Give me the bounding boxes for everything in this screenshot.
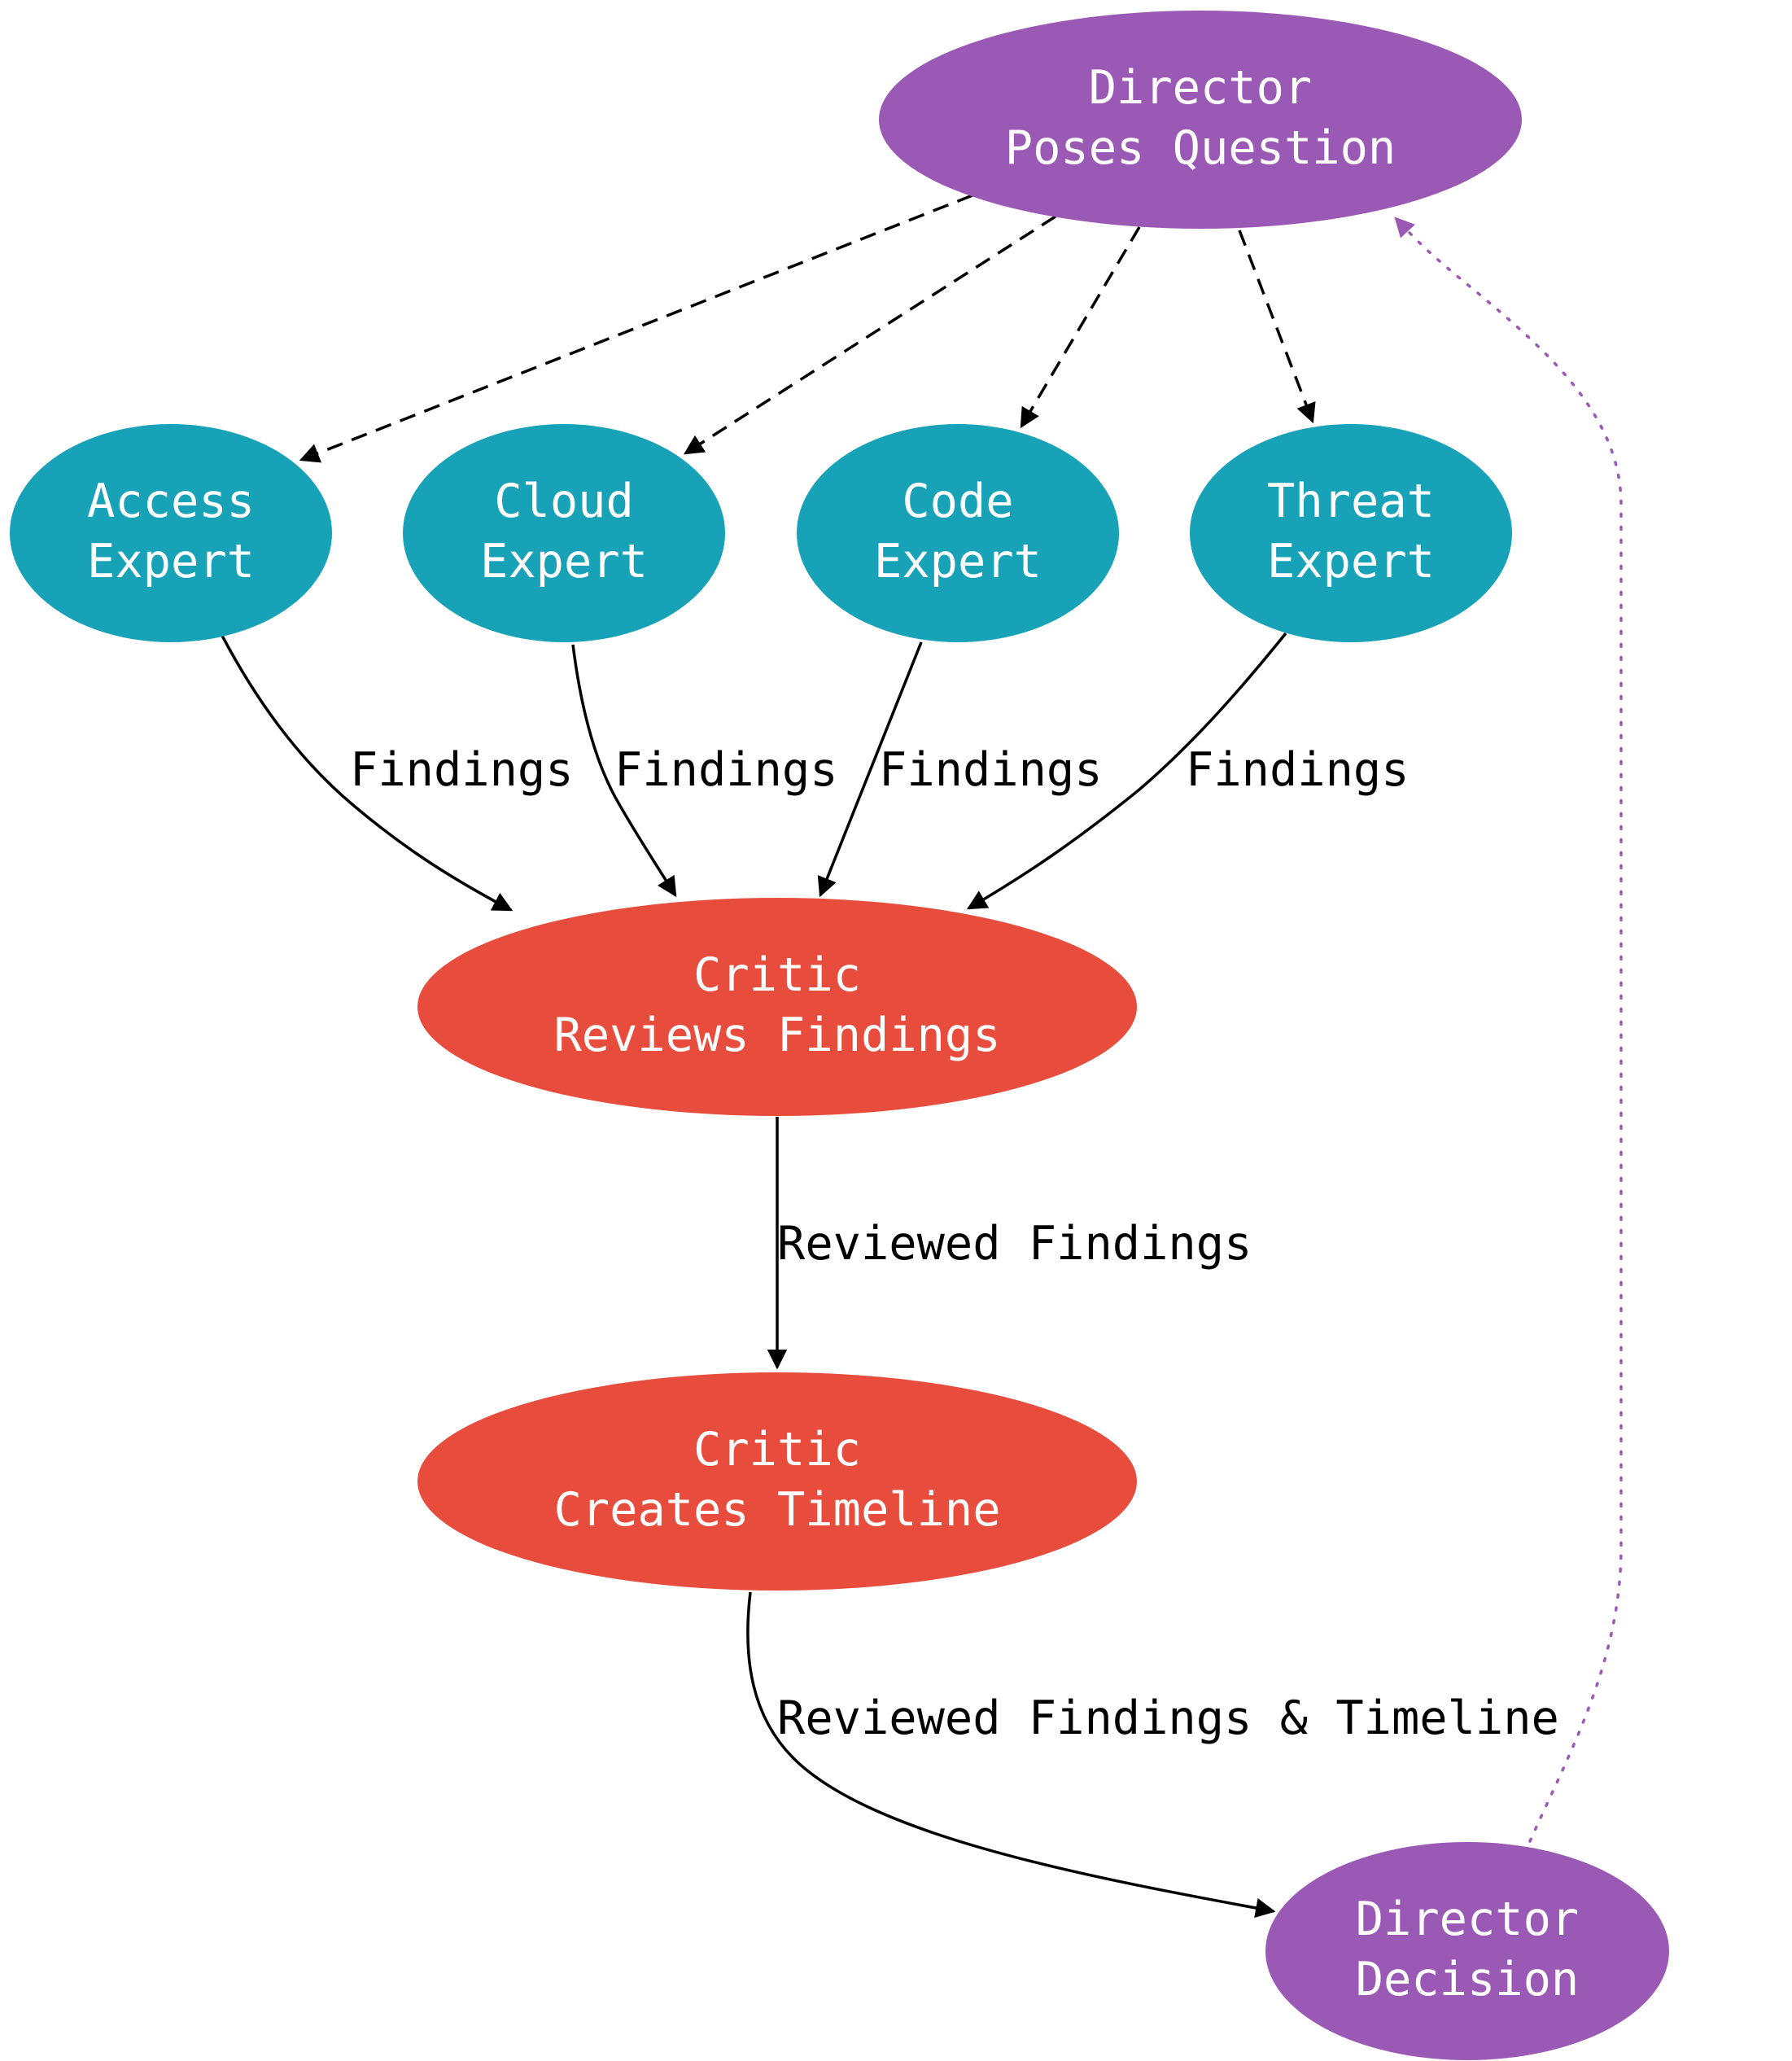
edge-label-threat-findings: Findings: [1186, 743, 1410, 797]
node-code-expert: Code Expert: [797, 424, 1119, 642]
node-director-decision-line2: Decision: [1356, 1953, 1580, 2006]
node-access-expert: Access Expert: [10, 424, 332, 642]
edge-label-code-findings: Findings: [879, 743, 1103, 797]
node-director-question: Director Poses Question: [879, 11, 1522, 229]
node-code-expert-line1: Code: [902, 475, 1013, 528]
edge-timeline-to-decision: [746, 1591, 1276, 1919]
node-critic-timeline-line1: Critic: [693, 1423, 861, 1477]
edge-label-reviewed-findings: Reviewed Findings: [777, 1217, 1252, 1271]
node-threat-expert: Threat Expert: [1190, 424, 1512, 642]
node-critic-reviews-line1: Critic: [693, 948, 861, 1002]
edge-decision-to-question: [1394, 217, 1623, 1843]
edge-director-to-threat: [1238, 230, 1316, 424]
edge-director-to-access: [299, 194, 973, 463]
node-cloud-expert-line1: Cloud: [494, 475, 634, 528]
node-critic-reviews: Critic Reviews Findings: [417, 898, 1137, 1116]
node-access-expert-line2: Expert: [87, 535, 255, 589]
node-access-expert-line1: Access: [87, 475, 255, 528]
edge-access-to-critic: [221, 635, 514, 912]
node-critic-timeline-line2: Creates Timeline: [553, 1483, 1000, 1537]
node-critic-reviews-line2: Reviews Findings: [553, 1009, 1000, 1062]
edge-director-to-code: [1020, 226, 1141, 429]
node-cloud-expert: Cloud Expert: [403, 424, 725, 642]
node-code-expert-line2: Expert: [874, 535, 1042, 589]
edge-threat-to-critic: [966, 632, 1287, 910]
edge-code-to-critic: [817, 641, 923, 898]
node-director-question-line1: Director: [1089, 61, 1313, 115]
node-threat-expert-line2: Expert: [1267, 535, 1435, 589]
edge-director-to-cloud: [683, 215, 1056, 455]
edge-label-cloud-findings: Findings: [614, 743, 838, 797]
edge-cloud-to-critic: [571, 644, 677, 898]
node-threat-expert-line1: Threat: [1267, 475, 1435, 528]
node-director-question-line2: Poses Question: [1005, 121, 1396, 175]
node-director-decision-line1: Director: [1356, 1893, 1580, 1946]
edge-label-access-findings: Findings: [350, 743, 574, 797]
node-director-decision: Director Decision: [1265, 1842, 1669, 2060]
edge-label-findings-timeline: Reviewed Findings & Timeline: [777, 1691, 1559, 1745]
node-critic-timeline: Critic Creates Timeline: [417, 1372, 1137, 1591]
node-cloud-expert-line2: Expert: [480, 535, 648, 589]
